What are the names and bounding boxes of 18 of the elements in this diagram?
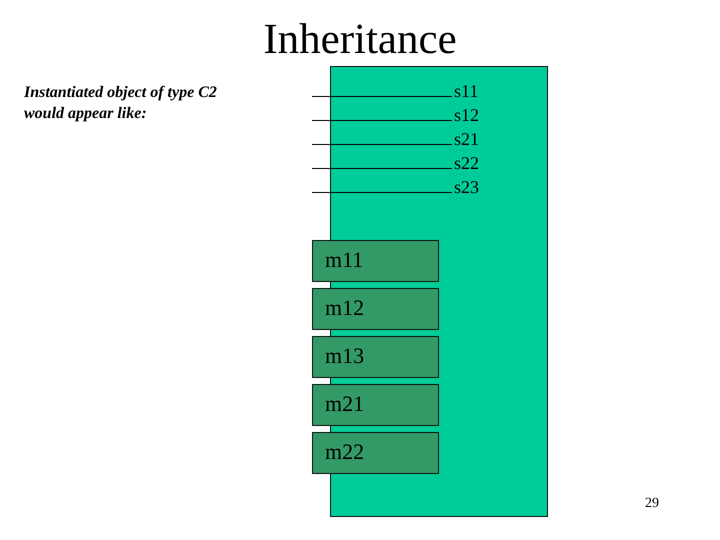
leader-line	[312, 120, 452, 121]
slot-label: s12	[454, 105, 480, 125]
method-box: m11	[312, 240, 439, 282]
leader-line	[312, 192, 452, 193]
slot-label: s21	[454, 129, 480, 149]
leader-line	[312, 96, 452, 97]
note-text: Instantiated object of type C2 would appear like:	[24, 83, 218, 124]
leader-line	[312, 144, 452, 145]
page-number: 29	[645, 496, 659, 512]
method-box: m21	[312, 384, 439, 426]
slot-label: s22	[454, 153, 480, 173]
method-box: m13	[312, 336, 439, 378]
slot-label: s11	[454, 81, 478, 101]
method-box: m12	[312, 288, 439, 330]
leader-line	[312, 168, 452, 169]
slot-label: s23	[454, 177, 480, 197]
method-box: m22	[312, 432, 439, 474]
title: Inheritance	[262, 18, 458, 61]
